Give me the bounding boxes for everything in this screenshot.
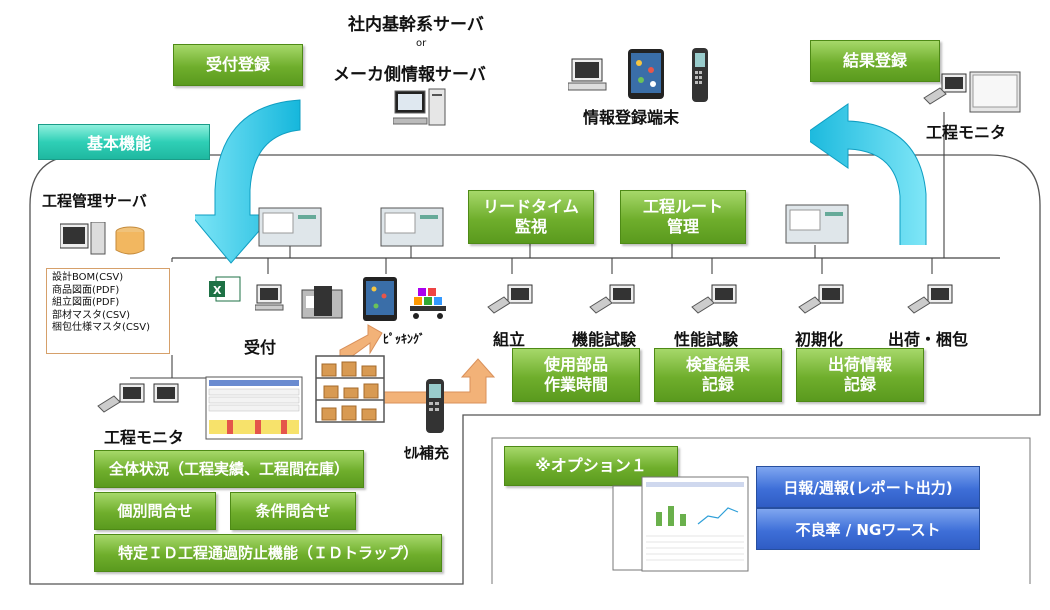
file-item: 設計BOM(CSV) [52, 272, 124, 283]
process-shipping-packing: 出荷・梱包 [888, 330, 969, 349]
station-scanner-icon [907, 284, 953, 314]
tablet-icon [628, 49, 664, 99]
reception-pc-icon [255, 284, 284, 311]
inspection-line1: 検査結果 [685, 355, 750, 374]
shipping-line2: 記録 [843, 375, 876, 394]
screen-thumbnail [785, 204, 849, 244]
cell-refill-scanner-icon [426, 379, 444, 433]
condition-query-box: 条件問合せ [230, 492, 356, 530]
server-pc-icon [393, 88, 446, 126]
result-register-badge: 結果登録 [810, 40, 940, 82]
process-monitor-label-left: 工程モニタ [104, 428, 185, 447]
file-item: 商品図面(PDF) [52, 284, 120, 296]
process-picking: ﾋﾟｯｷﾝｸﾞ [383, 332, 426, 346]
process-performance-test: 性能試験 [674, 330, 739, 349]
parts-shelf-icon [315, 355, 385, 423]
report-preview-thumbnail [612, 476, 749, 572]
daily-weekly-report-box: 日報/週報(レポート出力) [756, 466, 980, 508]
upstream-server-or: or [416, 38, 427, 49]
basic-functions-tab: 基本機能 [38, 124, 210, 160]
process-monitor-label-top: 工程モニタ [926, 123, 1007, 142]
process-server-title: 工程管理サーバ [42, 192, 147, 210]
top-right-monitor-icon [923, 71, 1021, 113]
result-flow-arrow [810, 103, 927, 245]
inspection-line2: 記録 [701, 375, 734, 394]
parts-line1: 使用部品 [543, 355, 608, 374]
option-panel-outline [491, 437, 1031, 584]
shipping-record-box: 出荷情報 記録 [796, 348, 924, 402]
station-scanner-icon [589, 284, 635, 314]
individual-query-box: 個別問合せ [94, 492, 216, 530]
station-scanner-icon [798, 284, 844, 314]
parts-line2: 作業時間 [543, 375, 608, 394]
monitor-screen-thumbnail [205, 376, 303, 440]
screen-thumbnail [258, 207, 322, 247]
route-line1: 工程ルート [642, 197, 723, 216]
picking-cart-icon [410, 288, 446, 319]
handheld-scanner-icon [692, 48, 708, 102]
shipping-line1: 出荷情報 [827, 355, 892, 374]
process-assembly: 組立 [493, 330, 526, 349]
file-item: 組立図面(PDF) [52, 297, 120, 308]
server-file-list: 設計BOM(CSV) 商品図面(PDF) 組立図面(PDF) 部材マスタ(CSV… [46, 268, 170, 354]
terminals-label: 情報登録端末 [583, 108, 680, 127]
process-function-test: 機能試験 [572, 330, 637, 349]
route-line2: 管理 [666, 217, 699, 236]
leadtime-monitoring-box: リードタイム 監視 [468, 190, 594, 244]
station-scanner-icon [691, 284, 737, 314]
label-printer-icon [301, 286, 343, 319]
main-panel-outline [29, 154, 1041, 585]
overall-status-box: 全体状況（工程実績、工程間在庫） [94, 450, 364, 488]
defect-rate-box: 不良率 / NGワースト [756, 508, 980, 550]
leadtime-line2: 監視 [514, 217, 547, 236]
svg-text:X: X [213, 284, 222, 297]
process-reception: 受付 [244, 338, 277, 357]
file-item: 部材マスタ(CSV) [52, 309, 130, 321]
process-cell-refill: ｾﾙ補充 [404, 444, 450, 462]
leadtime-line1: リードタイム [483, 197, 579, 216]
monitor-scanner-icon [97, 383, 179, 413]
reception-flow-arrow [195, 99, 301, 264]
id-trap-box: 特定ＩＤ工程通過防止機能（ＩＤトラップ） [94, 534, 442, 572]
process-initialization: 初期化 [795, 330, 844, 349]
upstream-server-label: 社内基幹系サーバ [348, 15, 484, 35]
terminal-pc-icon [568, 58, 607, 91]
picking-tablet-icon [363, 277, 397, 321]
screen-thumbnail [380, 207, 444, 247]
parts-worktime-box: 使用部品 作業時間 [512, 348, 640, 402]
file-item: 梱包仕様マスタ(CSV) [52, 322, 150, 333]
reception-register-badge: 受付登録 [173, 44, 303, 86]
process-server-icon [60, 222, 145, 255]
excel-icon: X [209, 276, 241, 302]
station-scanner-icon [487, 284, 533, 314]
maker-server-label: メーカ側情報サーバ [333, 65, 486, 85]
route-management-box: 工程ルート 管理 [620, 190, 746, 244]
inspection-record-box: 検査結果 記録 [654, 348, 782, 402]
